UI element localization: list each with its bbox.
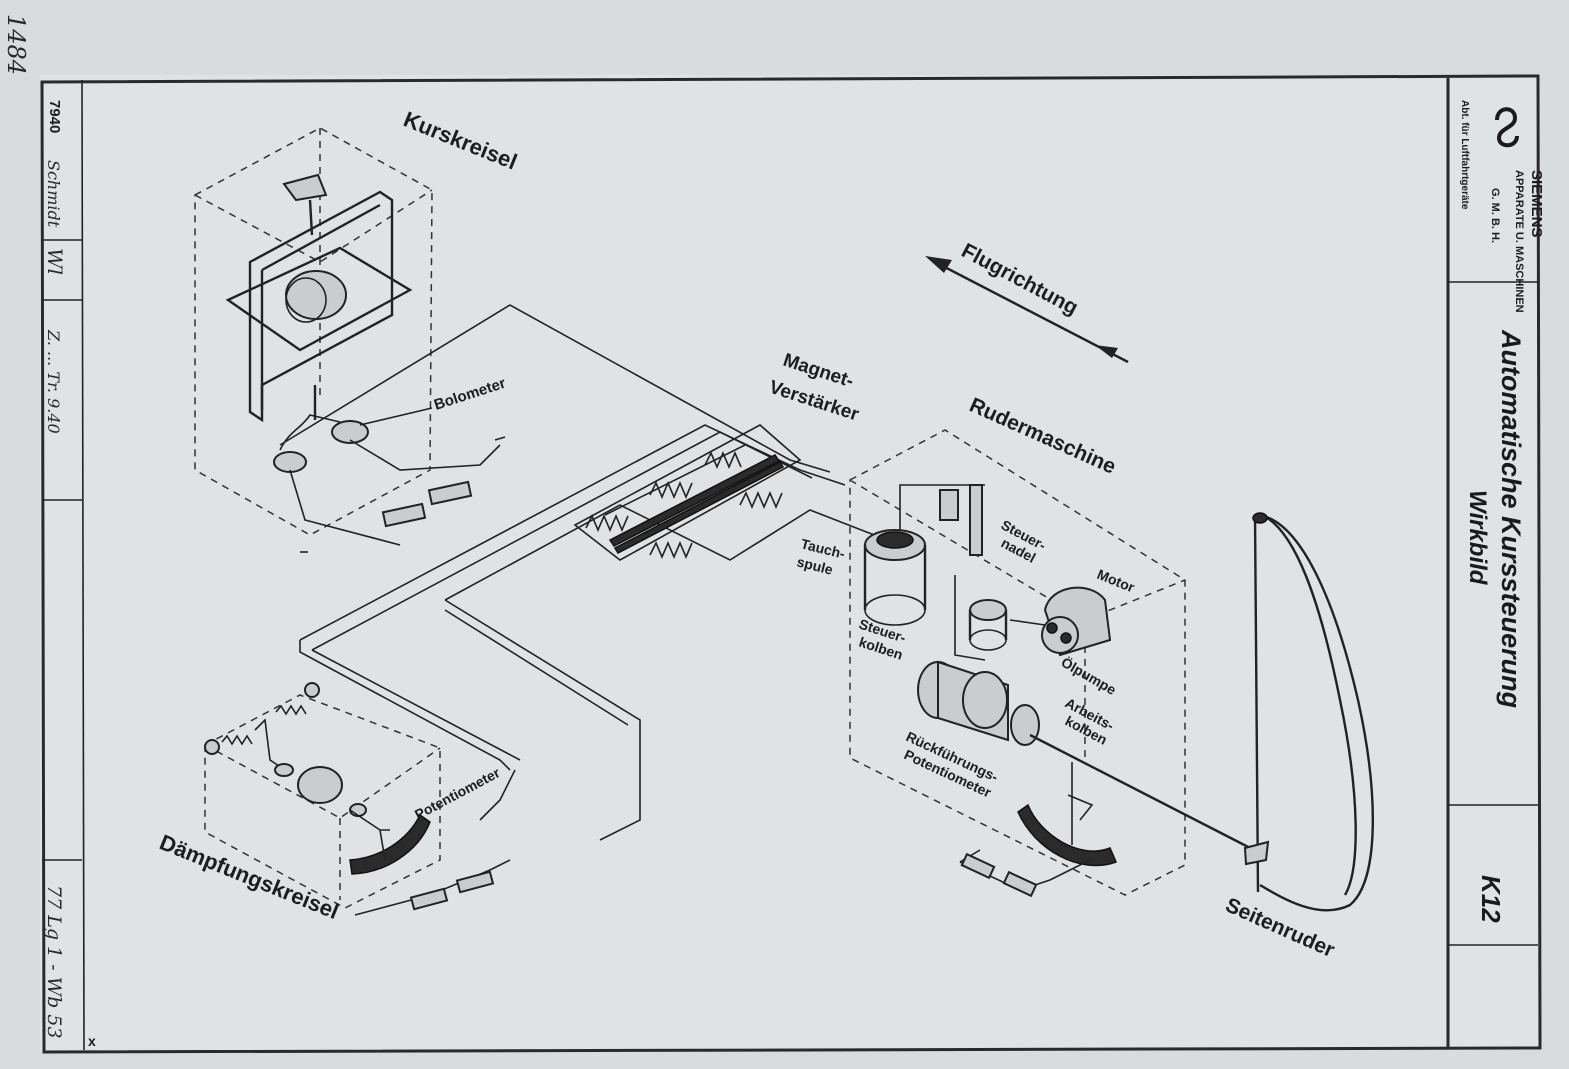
gyro-gimbal-ring [225,246,413,352]
rudder-outline [1257,513,1375,912]
amplifier-coil [649,540,693,560]
rudder-hinge-line [1253,514,1260,893]
resistor [409,887,449,911]
left-strip-divider [81,79,85,1051]
initials: Wl [43,248,67,275]
arrow-head-icon [925,256,952,273]
spring-anchor [204,739,220,755]
amplifier-coil [704,450,742,470]
steuernadel-bracket [939,489,959,521]
date-note: Z. ... Tr. 9.40 [44,329,63,434]
rudermaschine-assembly [849,429,1259,898]
spring-icon [275,704,307,716]
company-name-line3: G. M. B. H. [1489,188,1501,243]
resistor [381,502,427,528]
sheet-id: K12 [1476,875,1506,923]
spring-anchor [304,682,320,698]
resistor [960,852,996,880]
resistor [427,480,473,506]
seitenruder-assembly [1243,512,1375,912]
signal-wiring [279,304,901,841]
resistor [455,870,495,894]
bolometer-element [331,420,369,444]
drawing-frame [40,74,1542,1054]
drawing-area [40,75,1540,1050]
amplifier-coil [585,513,629,533]
gyro-rotor [285,270,347,320]
siemens-logo-icon [1495,107,1519,148]
steuernadel [969,484,983,556]
stamp-number: 1484 [2,14,30,75]
drawing-title: Automatische Kurssteuerung [1496,329,1526,709]
drawer-signature: Schmidt [44,160,63,228]
rueckfuehrung-potentiometer [1017,803,1118,867]
corner-mark: x [88,1033,96,1049]
amplifier-coil [649,480,693,500]
steuerkolben [969,599,1007,621]
resistor [1002,870,1038,898]
drawing-number: 7940 [46,100,63,133]
flight-direction-arrow [925,256,1129,364]
company-name: SIEMENS [1528,170,1545,238]
kurskreisel-assembly [194,127,506,553]
daempfungskreisel-assembly [204,682,511,916]
department-label: Abt. für Luftfahrtgeräte [1459,100,1470,210]
daempfung-rotor [297,766,343,804]
arbeitskolben [962,671,1008,729]
bolometer-element [273,451,307,473]
gyro-top-bracket [282,173,328,202]
drawing-code: 77 Lg 1 - Wb 53 [43,885,65,1039]
magnet-verstaerker-assembly [573,424,802,561]
amplifier-coil [739,490,783,510]
drawing-subtitle: Wirkbild [1464,490,1491,586]
rudder-horn [1243,840,1270,866]
rudder-pushrod [1029,733,1259,854]
company-name-line2: APPARATE U. MASCHINEN [1513,170,1525,313]
spring-icon [221,734,253,746]
daempfung-potentiometer [349,813,431,875]
amplifier-core [608,454,781,547]
oelpumpe [1041,616,1079,654]
gyro-outer-frame [248,190,394,423]
